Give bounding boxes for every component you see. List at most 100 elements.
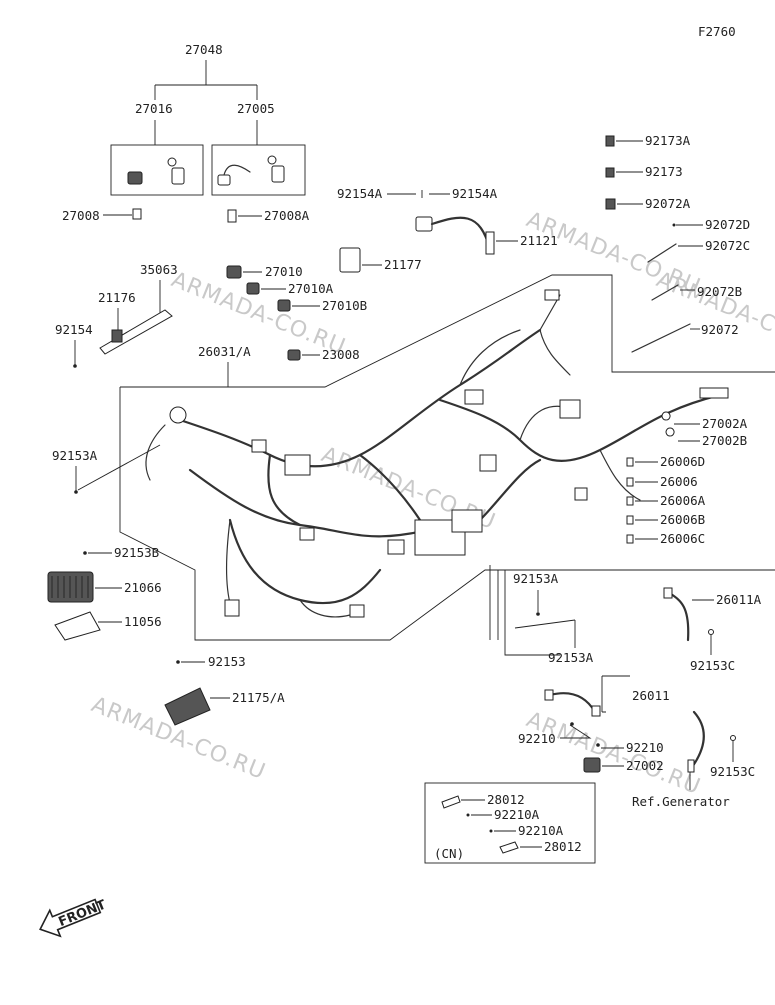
regulator-21066-icon: [47, 571, 94, 603]
clip-27002b-icon: [665, 427, 675, 437]
watermark: ARMADA-CO.RU: [653, 267, 775, 360]
connector-26011-icon: [591, 705, 601, 717]
module-21177-icon: [339, 247, 361, 273]
connector-icon: [699, 387, 729, 399]
ignition-switch-icon: [127, 171, 143, 185]
key-icon: [167, 157, 177, 167]
label-27010A[interactable]: 27010A: [288, 281, 334, 296]
diagram-code: F2760: [698, 24, 736, 39]
connector-icon: [251, 439, 267, 453]
label-92154A-left[interactable]: 92154A: [337, 186, 383, 201]
label-26006A[interactable]: 26006A: [660, 493, 706, 508]
front-label: FRONT: [56, 898, 108, 931]
label-26006D[interactable]: 26006D: [660, 454, 705, 469]
label-27005[interactable]: 27005: [237, 101, 275, 116]
cap-26006b-icon: [626, 515, 634, 525]
label-27010[interactable]: 27010: [265, 264, 303, 279]
label-27002A[interactable]: 27002A: [702, 416, 748, 431]
generator-lead-icon: [687, 759, 695, 773]
cap-26006c-icon: [626, 534, 634, 544]
label-92210A-b[interactable]: 92210A: [518, 823, 564, 838]
label-27002B[interactable]: 27002B: [702, 433, 747, 448]
connector-icon: [284, 454, 311, 476]
connector-26011a-icon: [663, 587, 673, 599]
cap-26006d-icon: [626, 457, 634, 467]
label-92072B[interactable]: 92072B: [697, 284, 742, 299]
connector-caps-group: 26006D 26006 26006A 26006B 26006C: [626, 454, 706, 546]
label-92153C-b[interactable]: 92153C: [710, 764, 755, 779]
cn-variant-box: 28012 92210A 92210A 28012 (CN): [424, 782, 596, 864]
label-21121[interactable]: 21121: [520, 233, 558, 248]
pad-11056-icon: [54, 611, 101, 641]
label-92153[interactable]: 92153: [208, 654, 246, 669]
relay-27010-icon: [226, 265, 242, 279]
label-92173[interactable]: 92173: [645, 164, 683, 179]
label-21177[interactable]: 21177: [384, 257, 422, 272]
label-92210-b[interactable]: 92210: [626, 740, 664, 755]
ignition-switch-icon: [217, 174, 231, 186]
label-27002[interactable]: 27002: [626, 758, 664, 773]
connector-icon: [299, 527, 315, 541]
label-92153A-bottom[interactable]: 92153A: [548, 650, 594, 665]
key-set-group: 27048 27016 27005: [110, 42, 306, 196]
connector-icon: [544, 289, 560, 301]
label-11056[interactable]: 11056: [124, 614, 162, 629]
label-92210-a[interactable]: 92210: [518, 731, 556, 746]
label-92153A-mid[interactable]: 92153A: [513, 571, 559, 586]
relay-box-icon: [451, 509, 483, 533]
cn-label: (CN): [434, 846, 464, 861]
label-26011[interactable]: 26011: [632, 688, 670, 703]
switch-23008-icon: [287, 349, 301, 361]
bracket-35063: [99, 309, 173, 355]
label-92072C[interactable]: 92072C: [705, 238, 750, 253]
label-92154[interactable]: 92154: [55, 322, 93, 337]
label-26011A[interactable]: 26011A: [716, 592, 762, 607]
relay-27010b-icon: [277, 299, 291, 312]
label-92072A[interactable]: 92072A: [645, 196, 691, 211]
connector-icon: [464, 389, 484, 405]
connector-icon: [479, 454, 497, 472]
label-26006C[interactable]: 26006C: [660, 531, 705, 546]
label-92153A-left[interactable]: 92153A: [52, 448, 98, 463]
connector-icon: [387, 539, 405, 555]
label-28012-a[interactable]: 28012: [487, 792, 525, 807]
label-27008[interactable]: 27008: [62, 208, 100, 223]
label-21066[interactable]: 21066: [124, 580, 162, 595]
clip-92173-icon: [605, 167, 615, 178]
clamp-92072a-icon: [605, 198, 616, 210]
lock-cylinder-icon: [271, 165, 285, 183]
relay-27002-icon: [583, 757, 601, 773]
label-27010B[interactable]: 27010B: [322, 298, 367, 313]
connector-icon: [224, 599, 240, 617]
label-92154A-right[interactable]: 92154A: [452, 186, 498, 201]
label-27016[interactable]: 27016: [135, 101, 173, 116]
fuse-28012-icon: [499, 841, 519, 854]
label-92153B[interactable]: 92153B: [114, 545, 159, 560]
label-26006[interactable]: 26006: [660, 474, 698, 489]
label-27008A[interactable]: 27008A: [264, 208, 310, 223]
label-92072D[interactable]: 92072D: [705, 217, 750, 232]
label-28012-b[interactable]: 28012: [544, 839, 582, 854]
front-arrow: FRONT: [39, 898, 108, 938]
label-35063[interactable]: 35063: [140, 262, 178, 277]
fuse-28012-icon: [441, 795, 461, 809]
ref-generator-label: Ref.Generator: [632, 794, 730, 809]
label-92072[interactable]: 92072: [701, 322, 739, 337]
relay-27010a-icon: [246, 282, 260, 295]
connector-21121-icon: [415, 216, 433, 232]
sensor-21121-icon: [485, 231, 495, 255]
label-21175A[interactable]: 21175/A: [232, 690, 285, 705]
label-21176[interactable]: 21176: [98, 290, 136, 305]
label-92173A[interactable]: 92173A: [645, 133, 691, 148]
key-blank-icon: [227, 209, 237, 223]
ecu-21175-icon: [164, 687, 211, 726]
main-harness-group: 26031/A: [119, 274, 775, 641]
label-26031A[interactable]: 26031/A: [198, 344, 251, 359]
label-27048[interactable]: 27048: [185, 42, 223, 57]
label-92153C-a[interactable]: 92153C: [690, 658, 735, 673]
label-26006B[interactable]: 26006B: [660, 512, 705, 527]
label-92210A-a[interactable]: 92210A: [494, 807, 540, 822]
label-23008[interactable]: 23008: [322, 347, 360, 362]
cap-26006a-icon: [626, 496, 634, 506]
